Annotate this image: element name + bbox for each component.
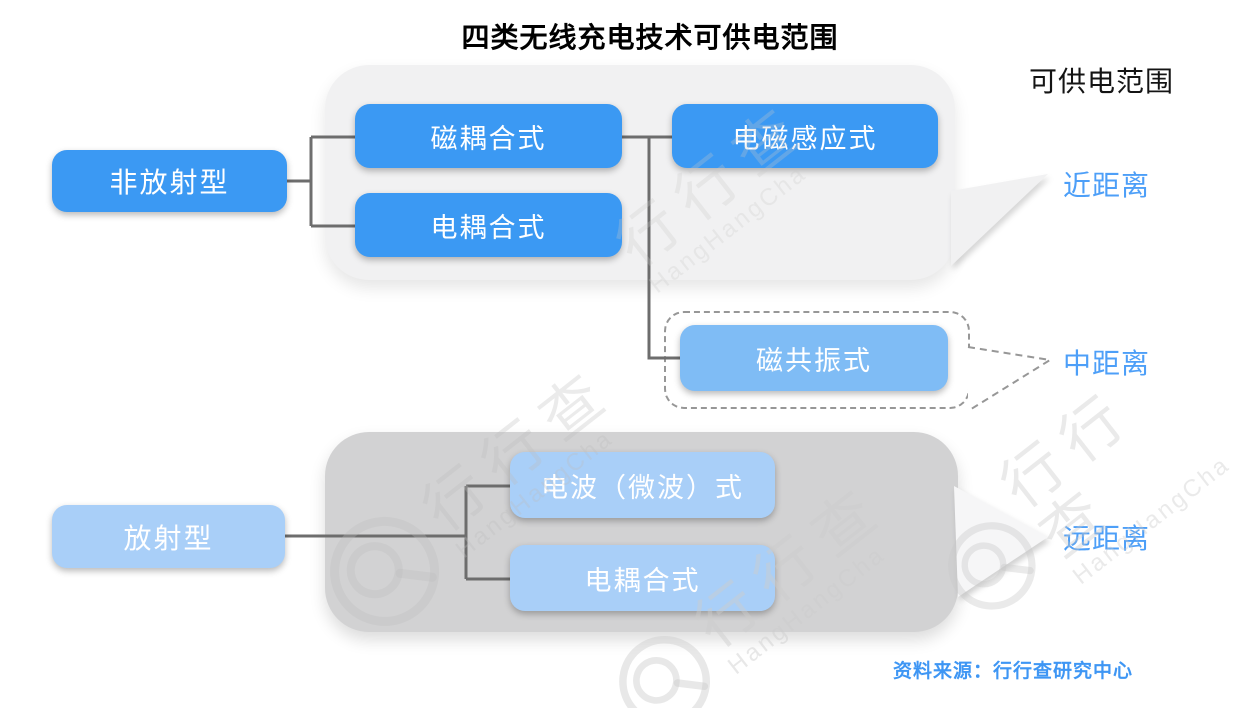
node-electric-coupling-2: 电耦合式 [510,545,775,611]
data-source-credit: 资料来源：行行查研究中心 [893,661,1134,682]
range-label-mid: 中距离 [1063,348,1151,379]
node-radio-microwave: 电波（微波）式 [510,452,775,518]
node-electromagnetic-induction: 电磁感应式 [672,104,938,168]
page-title: 四类无线充电技术可供电范围 [461,22,839,53]
node-magnetic-resonance: 磁共振式 [680,325,948,391]
far-range-tail [954,486,1048,597]
node-non-radiative: 非放射型 [52,150,287,212]
node-electric-coupling: 电耦合式 [355,193,622,257]
near-range-tail [951,174,1048,266]
range-label-near: 近距离 [1063,170,1151,201]
node-magnetic-coupling: 磁耦合式 [355,104,622,168]
connector-to-magnetic-resonance [647,137,681,360]
mid-range-dashed-tail [967,346,1053,412]
range-label-far: 远距离 [1063,523,1151,554]
node-radiative: 放射型 [52,505,285,568]
legend-heading: 可供电范围 [1029,66,1175,97]
